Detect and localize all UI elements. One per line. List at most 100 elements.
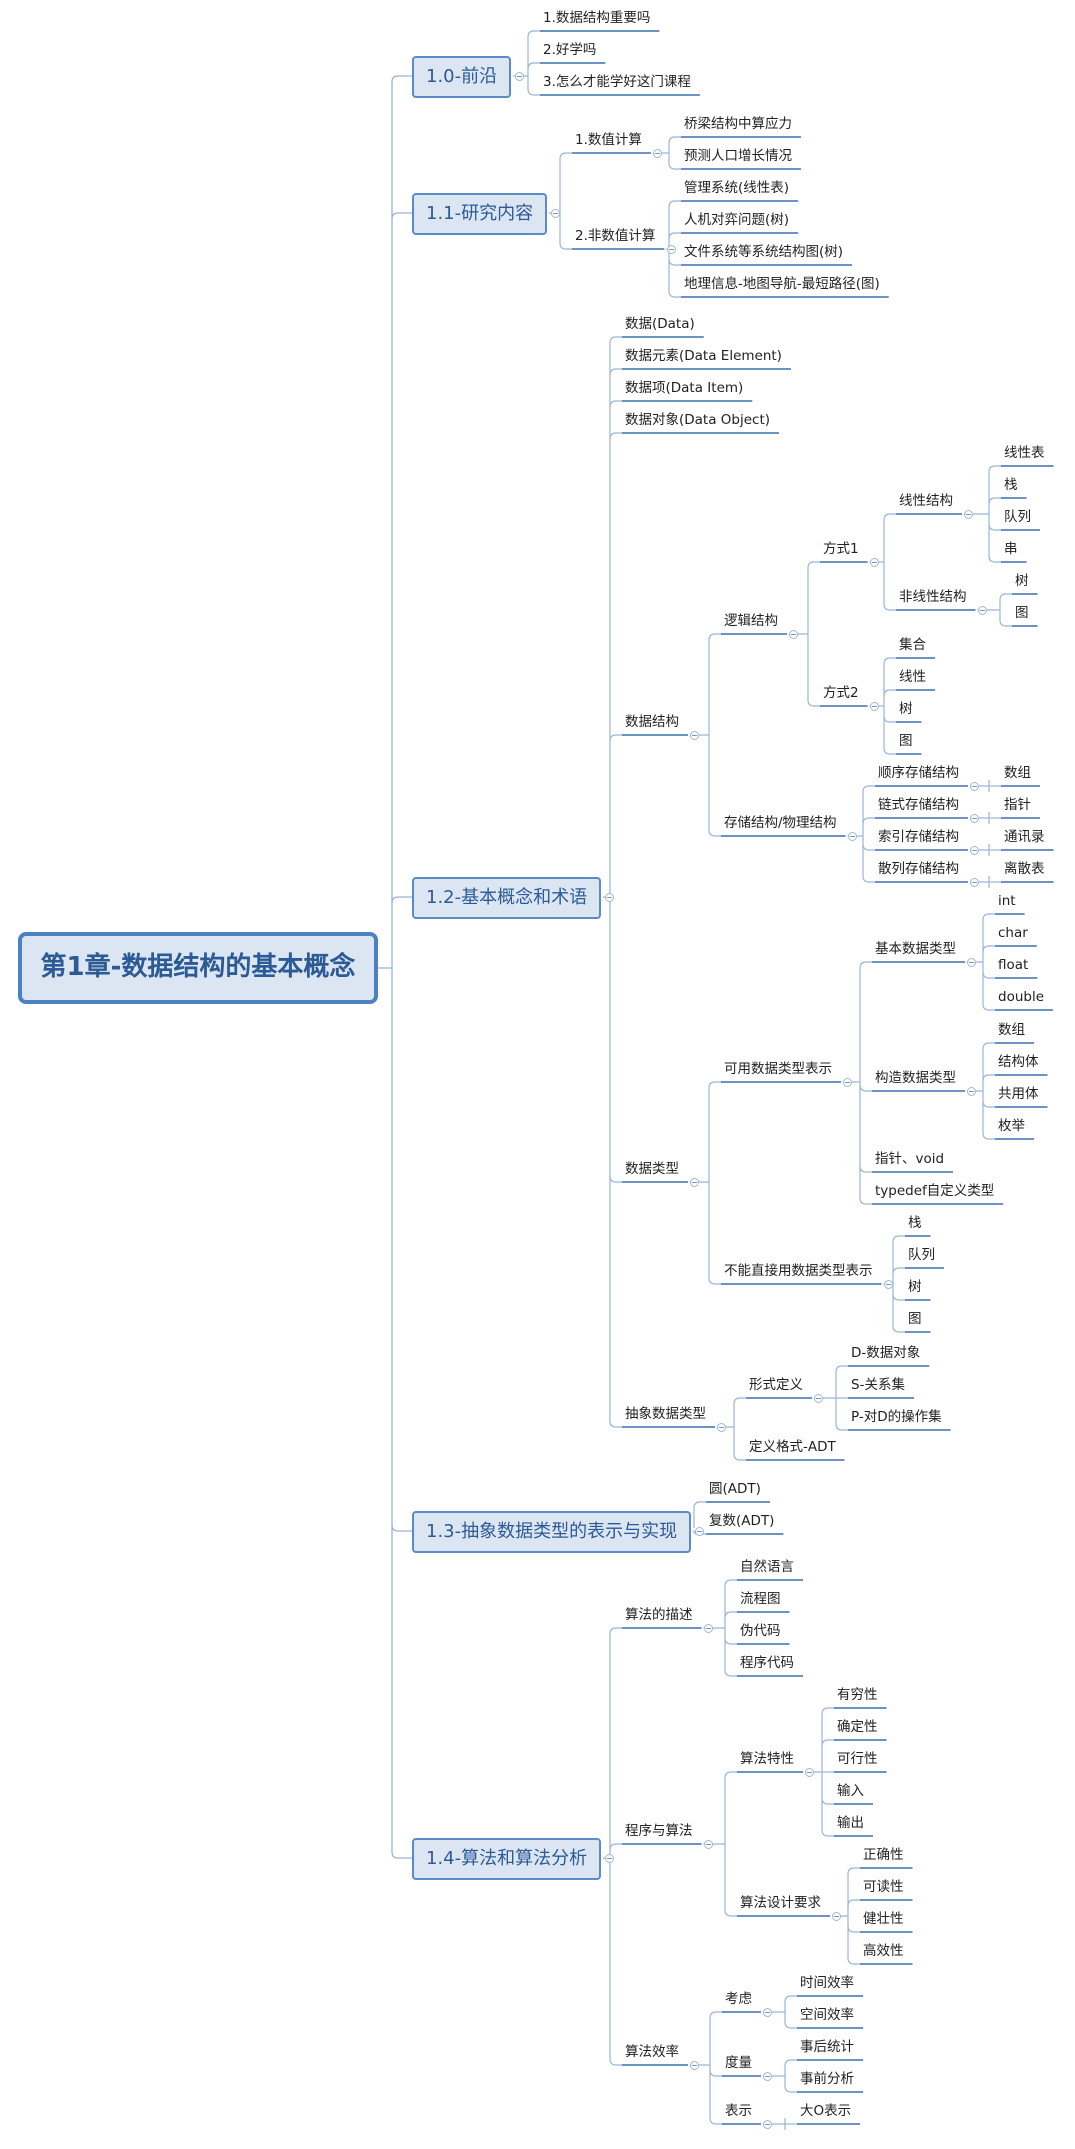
topic-线性表[interactable]: 线性表 <box>1004 445 1045 461</box>
topic-存储结构-物理结构[interactable]: 存储结构/物理结构 <box>724 815 837 831</box>
main-topic-1-3-抽象数据类型的表示与实现[interactable]: 1.3-抽象数据类型的表示与实现 <box>412 1511 692 1553</box>
collapse-toggle-icon[interactable] <box>789 629 799 639</box>
topic-大o表示[interactable]: 大O表示 <box>800 2103 852 2119</box>
topic-事前分析[interactable]: 事前分析 <box>800 2071 854 2087</box>
topic-数据对象-data-object[interactable]: 数据对象(Data Object) <box>625 412 771 428</box>
topic-算法特性[interactable]: 算法特性 <box>740 1751 794 1767</box>
collapse-toggle-icon[interactable] <box>514 71 524 81</box>
topic-空间效率[interactable]: 空间效率 <box>800 2007 854 2023</box>
collapse-toggle-icon[interactable] <box>970 877 980 887</box>
collapse-toggle-icon[interactable] <box>690 2060 700 2070</box>
topic-d-数据对象[interactable]: D-数据对象 <box>851 1345 921 1361</box>
topic-图[interactable]: 图 <box>1015 605 1029 621</box>
topic-算法设计要求[interactable]: 算法设计要求 <box>740 1895 821 1911</box>
topic-正确性[interactable]: 正确性 <box>863 1847 904 1863</box>
topic-不能直接用数据类型表示[interactable]: 不能直接用数据类型表示 <box>724 1263 873 1279</box>
topic-离散表[interactable]: 离散表 <box>1004 861 1045 877</box>
topic-地理信息-地图导航-最短路径-图[interactable]: 地理信息-地图导航-最短路径(图) <box>684 276 880 292</box>
topic-桥梁结构中算应力[interactable]: 桥梁结构中算应力 <box>684 116 792 132</box>
collapse-toggle-icon[interactable] <box>653 148 663 158</box>
topic-形式定义[interactable]: 形式定义 <box>749 1377 803 1393</box>
topic-栈[interactable]: 栈 <box>908 1215 922 1231</box>
topic-健壮性[interactable]: 健壮性 <box>863 1911 904 1927</box>
topic-方式2[interactable]: 方式2 <box>823 685 859 701</box>
main-topic-1-2-基本概念和术语[interactable]: 1.2-基本概念和术语 <box>412 877 602 919</box>
topic-数组[interactable]: 数组 <box>998 1022 1025 1038</box>
topic-链式存储结构[interactable]: 链式存储结构 <box>878 797 959 813</box>
collapse-toggle-icon[interactable] <box>970 781 980 791</box>
topic-图[interactable]: 图 <box>899 733 913 749</box>
collapse-toggle-icon[interactable] <box>848 831 858 841</box>
collapse-toggle-icon[interactable] <box>970 845 980 855</box>
topic-人机对弈问题-树[interactable]: 人机对弈问题(树) <box>684 212 790 228</box>
topic-定义格式-adt[interactable]: 定义格式-ADT <box>749 1439 836 1455</box>
topic-共用体[interactable]: 共用体 <box>998 1086 1039 1102</box>
topic-数据元素-data-element[interactable]: 数据元素(Data Element) <box>625 348 782 364</box>
topic-可用数据类型表示[interactable]: 可用数据类型表示 <box>724 1061 832 1077</box>
topic-基本数据类型[interactable]: 基本数据类型 <box>875 941 956 957</box>
topic-树[interactable]: 树 <box>899 701 913 717</box>
collapse-toggle-icon[interactable] <box>967 957 977 967</box>
topic-typedef自定义类型[interactable]: typedef自定义类型 <box>875 1183 995 1199</box>
topic-算法的描述[interactable]: 算法的描述 <box>625 1607 693 1623</box>
topic-复数-adt[interactable]: 复数(ADT) <box>709 1513 775 1529</box>
topic-s-关系集[interactable]: S-关系集 <box>851 1377 905 1393</box>
topic-串[interactable]: 串 <box>1004 541 1018 557</box>
topic-int[interactable]: int <box>998 893 1016 909</box>
main-topic-1-0-前沿[interactable]: 1.0-前沿 <box>412 56 512 98</box>
topic-线性[interactable]: 线性 <box>899 669 926 685</box>
topic-数组[interactable]: 数组 <box>1004 765 1031 781</box>
topic-算法效率[interactable]: 算法效率 <box>625 2044 679 2060</box>
topic-1-数据结构重要吗[interactable]: 1.数据结构重要吗 <box>543 10 651 26</box>
topic-输出[interactable]: 输出 <box>837 1815 864 1831</box>
collapse-toggle-icon[interactable] <box>977 605 987 615</box>
topic-树[interactable]: 树 <box>1015 573 1029 589</box>
topic-表示[interactable]: 表示 <box>725 2103 752 2119</box>
topic-文件系统等系统结构图-树[interactable]: 文件系统等系统结构图(树) <box>684 244 844 260</box>
collapse-toggle-icon[interactable] <box>814 1393 824 1403</box>
topic-圆-adt[interactable]: 圆(ADT) <box>709 1481 761 1497</box>
topic-数据项-data-item[interactable]: 数据项(Data Item) <box>625 380 744 396</box>
topic-预测人口增长情况[interactable]: 预测人口增长情况 <box>684 148 792 164</box>
topic-流程图[interactable]: 流程图 <box>740 1591 781 1607</box>
topic-枚举[interactable]: 枚举 <box>998 1118 1025 1134</box>
collapse-toggle-icon[interactable] <box>694 1526 704 1536</box>
topic-散列存储结构[interactable]: 散列存储结构 <box>878 861 959 877</box>
topic-度量[interactable]: 度量 <box>725 2055 752 2071</box>
topic-char[interactable]: char <box>998 925 1028 941</box>
topic-事后统计[interactable]: 事后统计 <box>800 2039 854 2055</box>
topic-伪代码[interactable]: 伪代码 <box>740 1623 781 1639</box>
topic-确定性[interactable]: 确定性 <box>837 1719 878 1735</box>
topic-1-数值计算[interactable]: 1.数值计算 <box>575 132 642 148</box>
collapse-toggle-icon[interactable] <box>763 2119 773 2129</box>
topic-栈[interactable]: 栈 <box>1004 477 1018 493</box>
topic-数据类型[interactable]: 数据类型 <box>625 1161 679 1177</box>
collapse-toggle-icon[interactable] <box>703 1623 713 1633</box>
topic-树[interactable]: 树 <box>908 1279 922 1295</box>
topic-高效性[interactable]: 高效性 <box>863 1943 904 1959</box>
collapse-toggle-icon[interactable] <box>883 1279 893 1289</box>
topic-指针[interactable]: 指针 <box>1004 797 1031 813</box>
collapse-toggle-icon[interactable] <box>843 1077 853 1087</box>
topic-考虑[interactable]: 考虑 <box>725 1991 752 2007</box>
topic-2-好学吗[interactable]: 2.好学吗 <box>543 42 597 58</box>
topic-可行性[interactable]: 可行性 <box>837 1751 878 1767</box>
topic-非线性结构[interactable]: 非线性结构 <box>899 589 967 605</box>
topic-float[interactable]: float <box>998 957 1029 973</box>
topic-逻辑结构[interactable]: 逻辑结构 <box>724 613 778 629</box>
collapse-toggle-icon[interactable] <box>870 557 880 567</box>
topic-方式1[interactable]: 方式1 <box>823 541 859 557</box>
topic-3-怎么才能学好这门课程[interactable]: 3.怎么才能学好这门课程 <box>543 74 691 90</box>
topic-集合[interactable]: 集合 <box>899 637 926 653</box>
topic-数据-data[interactable]: 数据(Data) <box>625 316 695 332</box>
topic-队列[interactable]: 队列 <box>1004 509 1031 525</box>
topic-抽象数据类型[interactable]: 抽象数据类型 <box>625 1406 706 1422</box>
collapse-toggle-icon[interactable] <box>967 1086 977 1096</box>
topic-图[interactable]: 图 <box>908 1311 922 1327</box>
collapse-toggle-icon[interactable] <box>763 2071 773 2081</box>
topic-结构体[interactable]: 结构体 <box>998 1054 1039 1070</box>
topic-线性结构[interactable]: 线性结构 <box>899 493 953 509</box>
topic-程序与算法[interactable]: 程序与算法 <box>625 1823 693 1839</box>
root-topic[interactable]: 第1章-数据结构的基本概念 <box>18 932 378 1004</box>
topic-数据结构[interactable]: 数据结构 <box>625 714 679 730</box>
